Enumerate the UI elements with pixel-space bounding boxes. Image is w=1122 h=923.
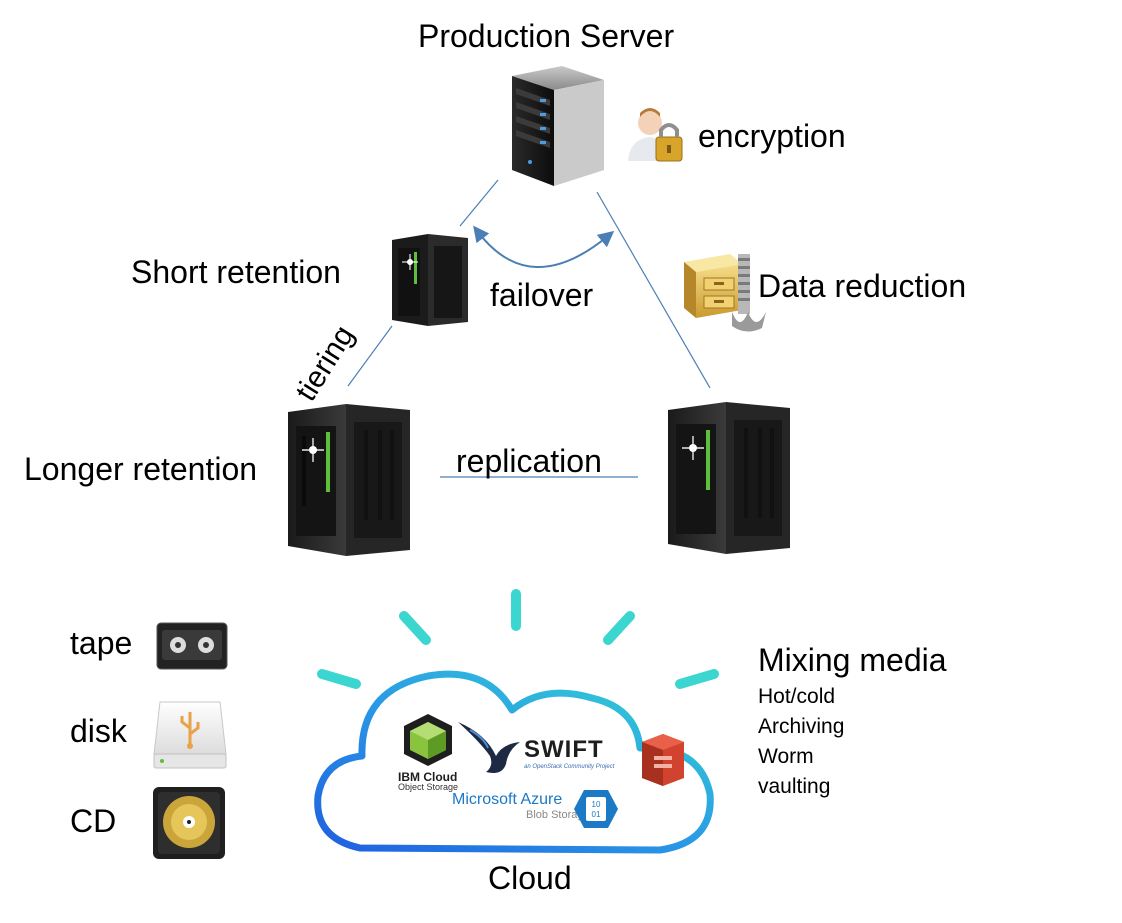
mixing-media-item: vaulting (758, 775, 831, 798)
label-data-reduction: Data reduction (758, 268, 967, 304)
label-encryption: encryption (698, 118, 846, 154)
mixing-media-item: Archiving (758, 715, 845, 738)
label-failover: failover (490, 277, 594, 313)
label-cloud: Cloud (488, 860, 572, 896)
swift-bird-icon (458, 722, 520, 773)
production-server-icon (512, 66, 604, 186)
cd-drive-icon (153, 787, 225, 859)
label-replication: replication (456, 443, 602, 479)
label-disk: disk (70, 713, 127, 749)
mixing-media-item: Hot/cold (758, 685, 836, 708)
user-lock-icon (628, 108, 683, 162)
ibm-cloud-sub: Object Storage (398, 782, 459, 792)
cloud-icon (314, 589, 719, 854)
longer-retention-server-icon (288, 404, 410, 556)
replica-server-icon (668, 402, 790, 554)
link-production-to-short (459, 179, 499, 227)
mixing-media-title: Mixing media (758, 642, 947, 678)
label-cd: CD (70, 803, 117, 839)
swift-sub: an OpenStack Community Project (524, 764, 615, 770)
azure-sub: Blob Storage (526, 809, 590, 821)
link-production-to-replica (596, 191, 711, 389)
label-short-retention: Short retention (131, 254, 341, 290)
label-tape: tape (70, 625, 133, 661)
swift-name: SWIFT (524, 736, 604, 763)
azure-badge-bottom: 01 (592, 810, 601, 819)
azure-blob-icon: 10 01 (574, 790, 618, 828)
label-longer-retention: Longer retention (24, 451, 258, 487)
compressed-cabinet-icon (684, 254, 766, 332)
failover-arrow (473, 225, 615, 268)
ibm-cloud-logo-icon (404, 714, 452, 766)
label-production-server: Production Server (418, 18, 675, 54)
link-tiering (347, 325, 393, 387)
ibm-cloud-name: IBM Cloud (398, 770, 458, 784)
mixing-media-item: Worm (758, 745, 814, 768)
tape-cassette-icon (156, 622, 228, 670)
usb-disk-icon (153, 701, 227, 769)
azure-badge-top: 10 (592, 800, 601, 809)
short-retention-server-icon (392, 234, 468, 326)
azure-name: Microsoft Azure (452, 791, 563, 808)
aws-s3-icon (642, 734, 684, 786)
